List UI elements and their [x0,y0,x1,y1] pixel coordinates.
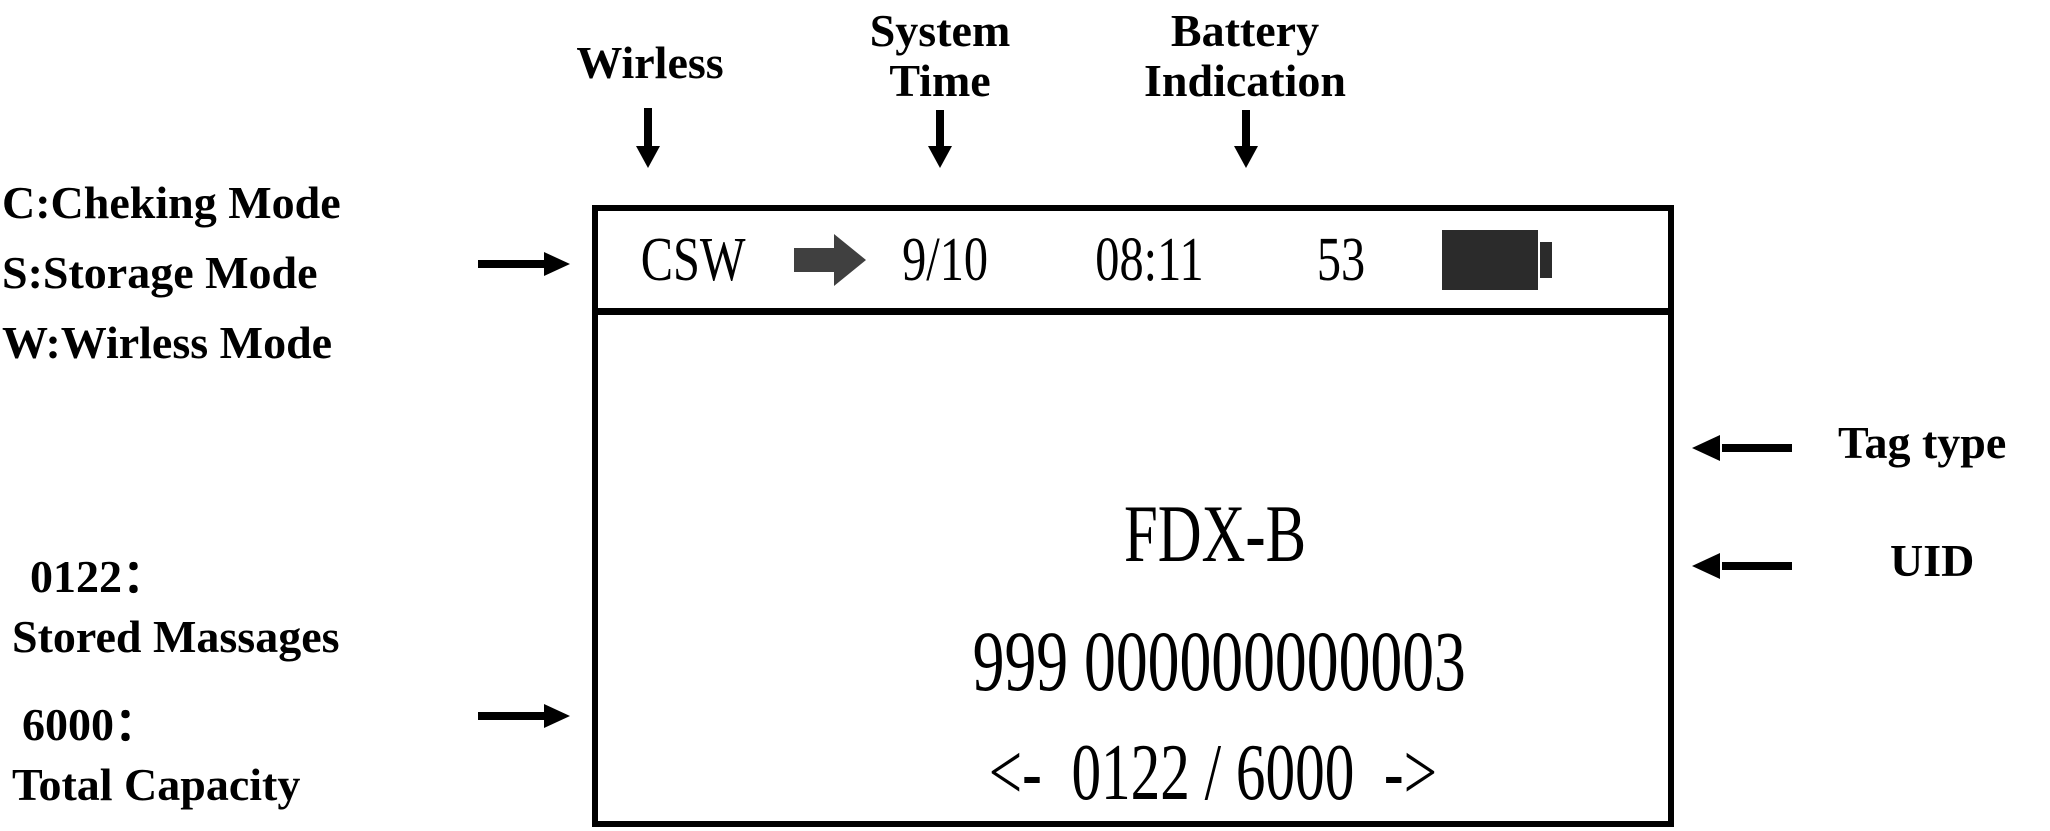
lcd-tag-type-value: FDX-B [1123,488,1307,579]
right-arrow-icon-modes [478,248,570,280]
annotation-label-total-capacity: Total Capacity [12,759,301,810]
down-arrow-icon-wireless [632,108,664,168]
status-count: 53 [1316,225,1366,294]
down-arrow-icon-system-time [924,110,956,168]
annotation-label-battery: Battery Indication [1144,5,1346,106]
lcd-uid-row: 999 000000000003 [598,532,1668,790]
wireless-arrow-icon [794,232,866,288]
battery-full-icon [1442,229,1552,290]
annotation-label-wireless: Wirless [576,37,724,88]
status-mode-indicator: CSW [640,225,746,294]
annotation-label-system-time: System Time [869,5,1011,106]
annotation-label-tag-type: Tag type [1838,417,2007,468]
lcd-screen: CSW 9/10 08:11 53 FDX-B 999 000000000003 [592,205,1674,827]
down-arrow-icon-battery [1230,110,1262,168]
lcd-uid-value: 999 000000000003 [972,613,1466,709]
lcd-main-area: FDX-B 999 000000000003 <- 0122 / 6000 -> [598,315,1668,822]
lcd-record-nav-row[interactable]: <- 0122 / 6000 -> [598,653,1668,831]
annotation-label-mode-storage: S:Storage Mode [2,247,318,298]
status-time: 08:11 [1095,225,1204,294]
left-arrow-icon-uid [1692,550,1792,582]
annotation-label-mode-checking: C:Cheking Mode [2,177,341,228]
lcd-record-nav-value[interactable]: <- 0122 / 6000 -> [988,729,1438,817]
annotation-label-stored-count: 0122： [30,551,168,602]
lcd-status-bar: CSW 9/10 08:11 53 [598,211,1668,315]
status-date: 9/10 [902,225,989,294]
annotation-label-stored-messages: Stored Massages [12,611,340,662]
annotation-label-capacity-count: 6000： [22,699,160,750]
left-arrow-icon-tag-type [1692,432,1792,464]
right-arrow-icon-capacity [478,700,570,732]
battery-cap [1540,241,1552,278]
annotation-label-uid: UID [1890,535,1975,586]
lcd-tag-type-row: FDX-B [598,411,1668,657]
annotation-label-mode-wireless: W:Wirless Mode [2,317,333,368]
battery-body [1442,229,1538,290]
